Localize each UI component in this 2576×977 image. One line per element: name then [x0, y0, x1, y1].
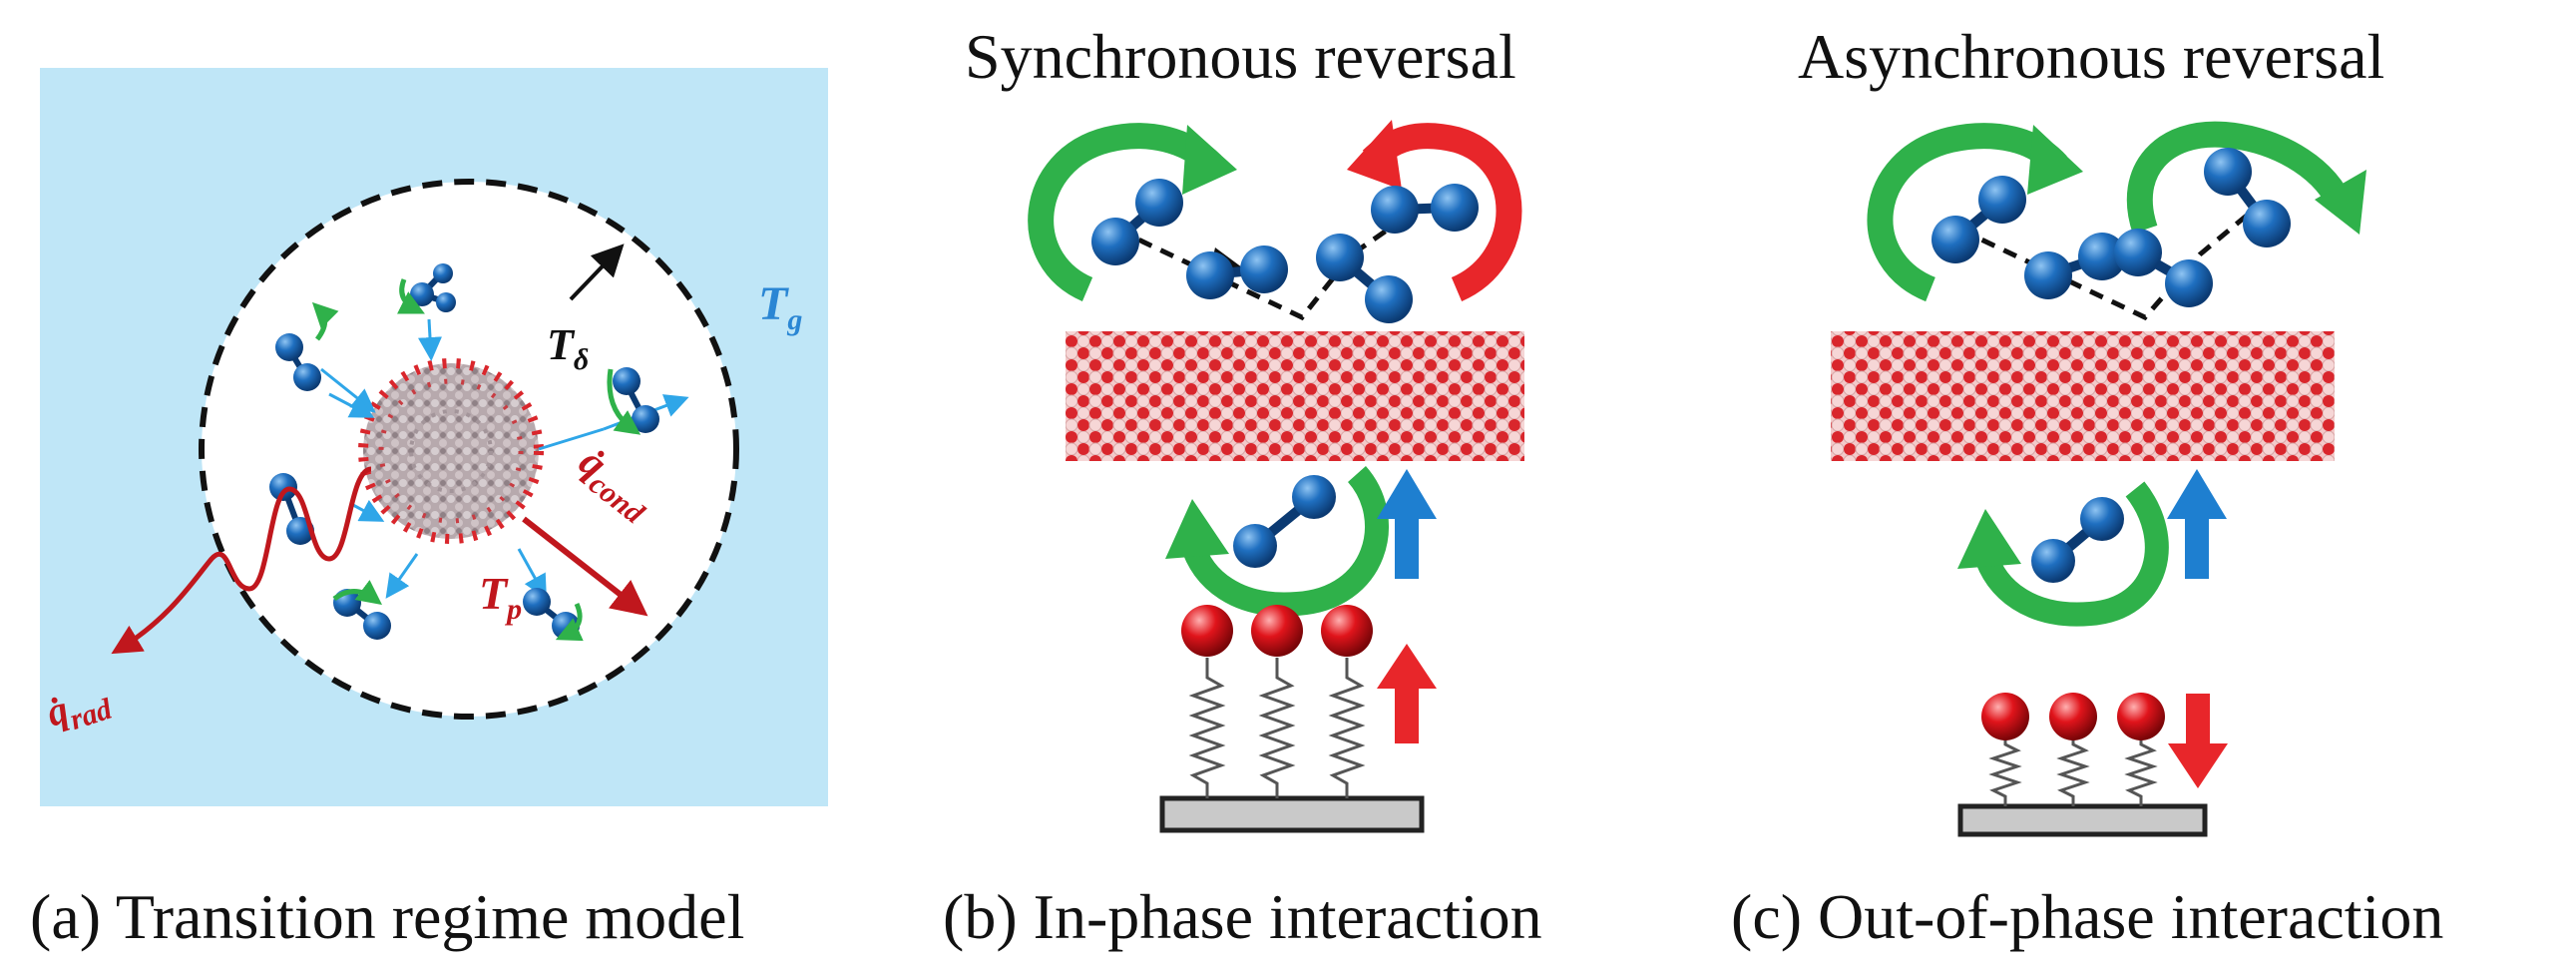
rotation-arrow-icon	[1362, 123, 1522, 301]
panel-b: Synchronous reversal	[943, 21, 1542, 952]
surface-lattice	[1831, 331, 2335, 461]
nanoparticle-icon	[358, 358, 544, 544]
upward-arrow	[1377, 469, 1437, 579]
caption-c: (c) Out-of-phase interaction	[1731, 881, 2443, 952]
label-T-delta: Tδ	[547, 320, 589, 376]
rotation-arrow-icon	[1180, 466, 1389, 617]
molecule-icon	[1316, 234, 1413, 323]
rotation-arrow-icon	[311, 301, 339, 341]
molecule-icon	[1091, 179, 1183, 265]
rotation-arrow-icon	[1973, 481, 2169, 627]
molecule-icon	[1932, 176, 2026, 263]
caption-a: (a) Transition regime model	[30, 881, 744, 952]
molecule-icon	[1371, 184, 1479, 234]
panel-c: Asynchronous reversal	[1731, 21, 2443, 952]
spring-oscillator-icon	[1957, 693, 2208, 837]
molecule-icon	[1233, 475, 1336, 568]
radiation-wave	[111, 466, 372, 655]
molecule-icon	[275, 333, 321, 391]
caption-b: (b) In-phase interaction	[943, 881, 1542, 952]
rotation-arrowhead	[2027, 125, 2083, 195]
label-T-g: Tg	[758, 277, 802, 336]
rotation-arrow-icon	[2126, 121, 2353, 235]
spring-oscillator-icon	[1159, 605, 1425, 833]
molecule-icon	[1186, 245, 1288, 299]
rotation-arrowhead	[1957, 509, 2021, 569]
rotation-arrow-icon	[555, 602, 584, 642]
panel-a: Tg Tδ Tp q̇cond q̇rad (a) Transition reg…	[30, 68, 828, 952]
conduction-arrow	[522, 516, 648, 617]
oscillator-up-arrow	[1377, 644, 1437, 743]
oscillator-down-arrow	[2168, 694, 2228, 788]
rotation-arrow-icon	[396, 278, 425, 314]
rotation-arrowhead	[1182, 125, 1237, 195]
molecule-icon	[2204, 148, 2291, 247]
label-T-p: Tp	[479, 568, 522, 626]
heading-b: Synchronous reversal	[965, 21, 1516, 92]
rotation-arrow-icon	[1867, 123, 2067, 302]
molecule-icon	[2024, 233, 2126, 299]
rotation-arrowhead	[2315, 170, 2366, 235]
rotation-arrow-icon	[332, 580, 383, 605]
rotation-arrow-icon	[607, 368, 642, 435]
surface-lattice	[1066, 331, 1524, 461]
rotation-arrow-icon	[1028, 123, 1222, 301]
heading-c: Asynchronous reversal	[1798, 21, 2384, 92]
rotation-arrowhead	[1165, 499, 1229, 559]
rotation-arrowhead	[1347, 120, 1402, 190]
molecule-icon	[2114, 229, 2213, 307]
knudsen-thickness-arrow	[569, 244, 625, 301]
molecule-icon	[2031, 497, 2124, 583]
molecule-flux-arrows	[320, 318, 689, 600]
upward-arrow	[2167, 469, 2227, 579]
